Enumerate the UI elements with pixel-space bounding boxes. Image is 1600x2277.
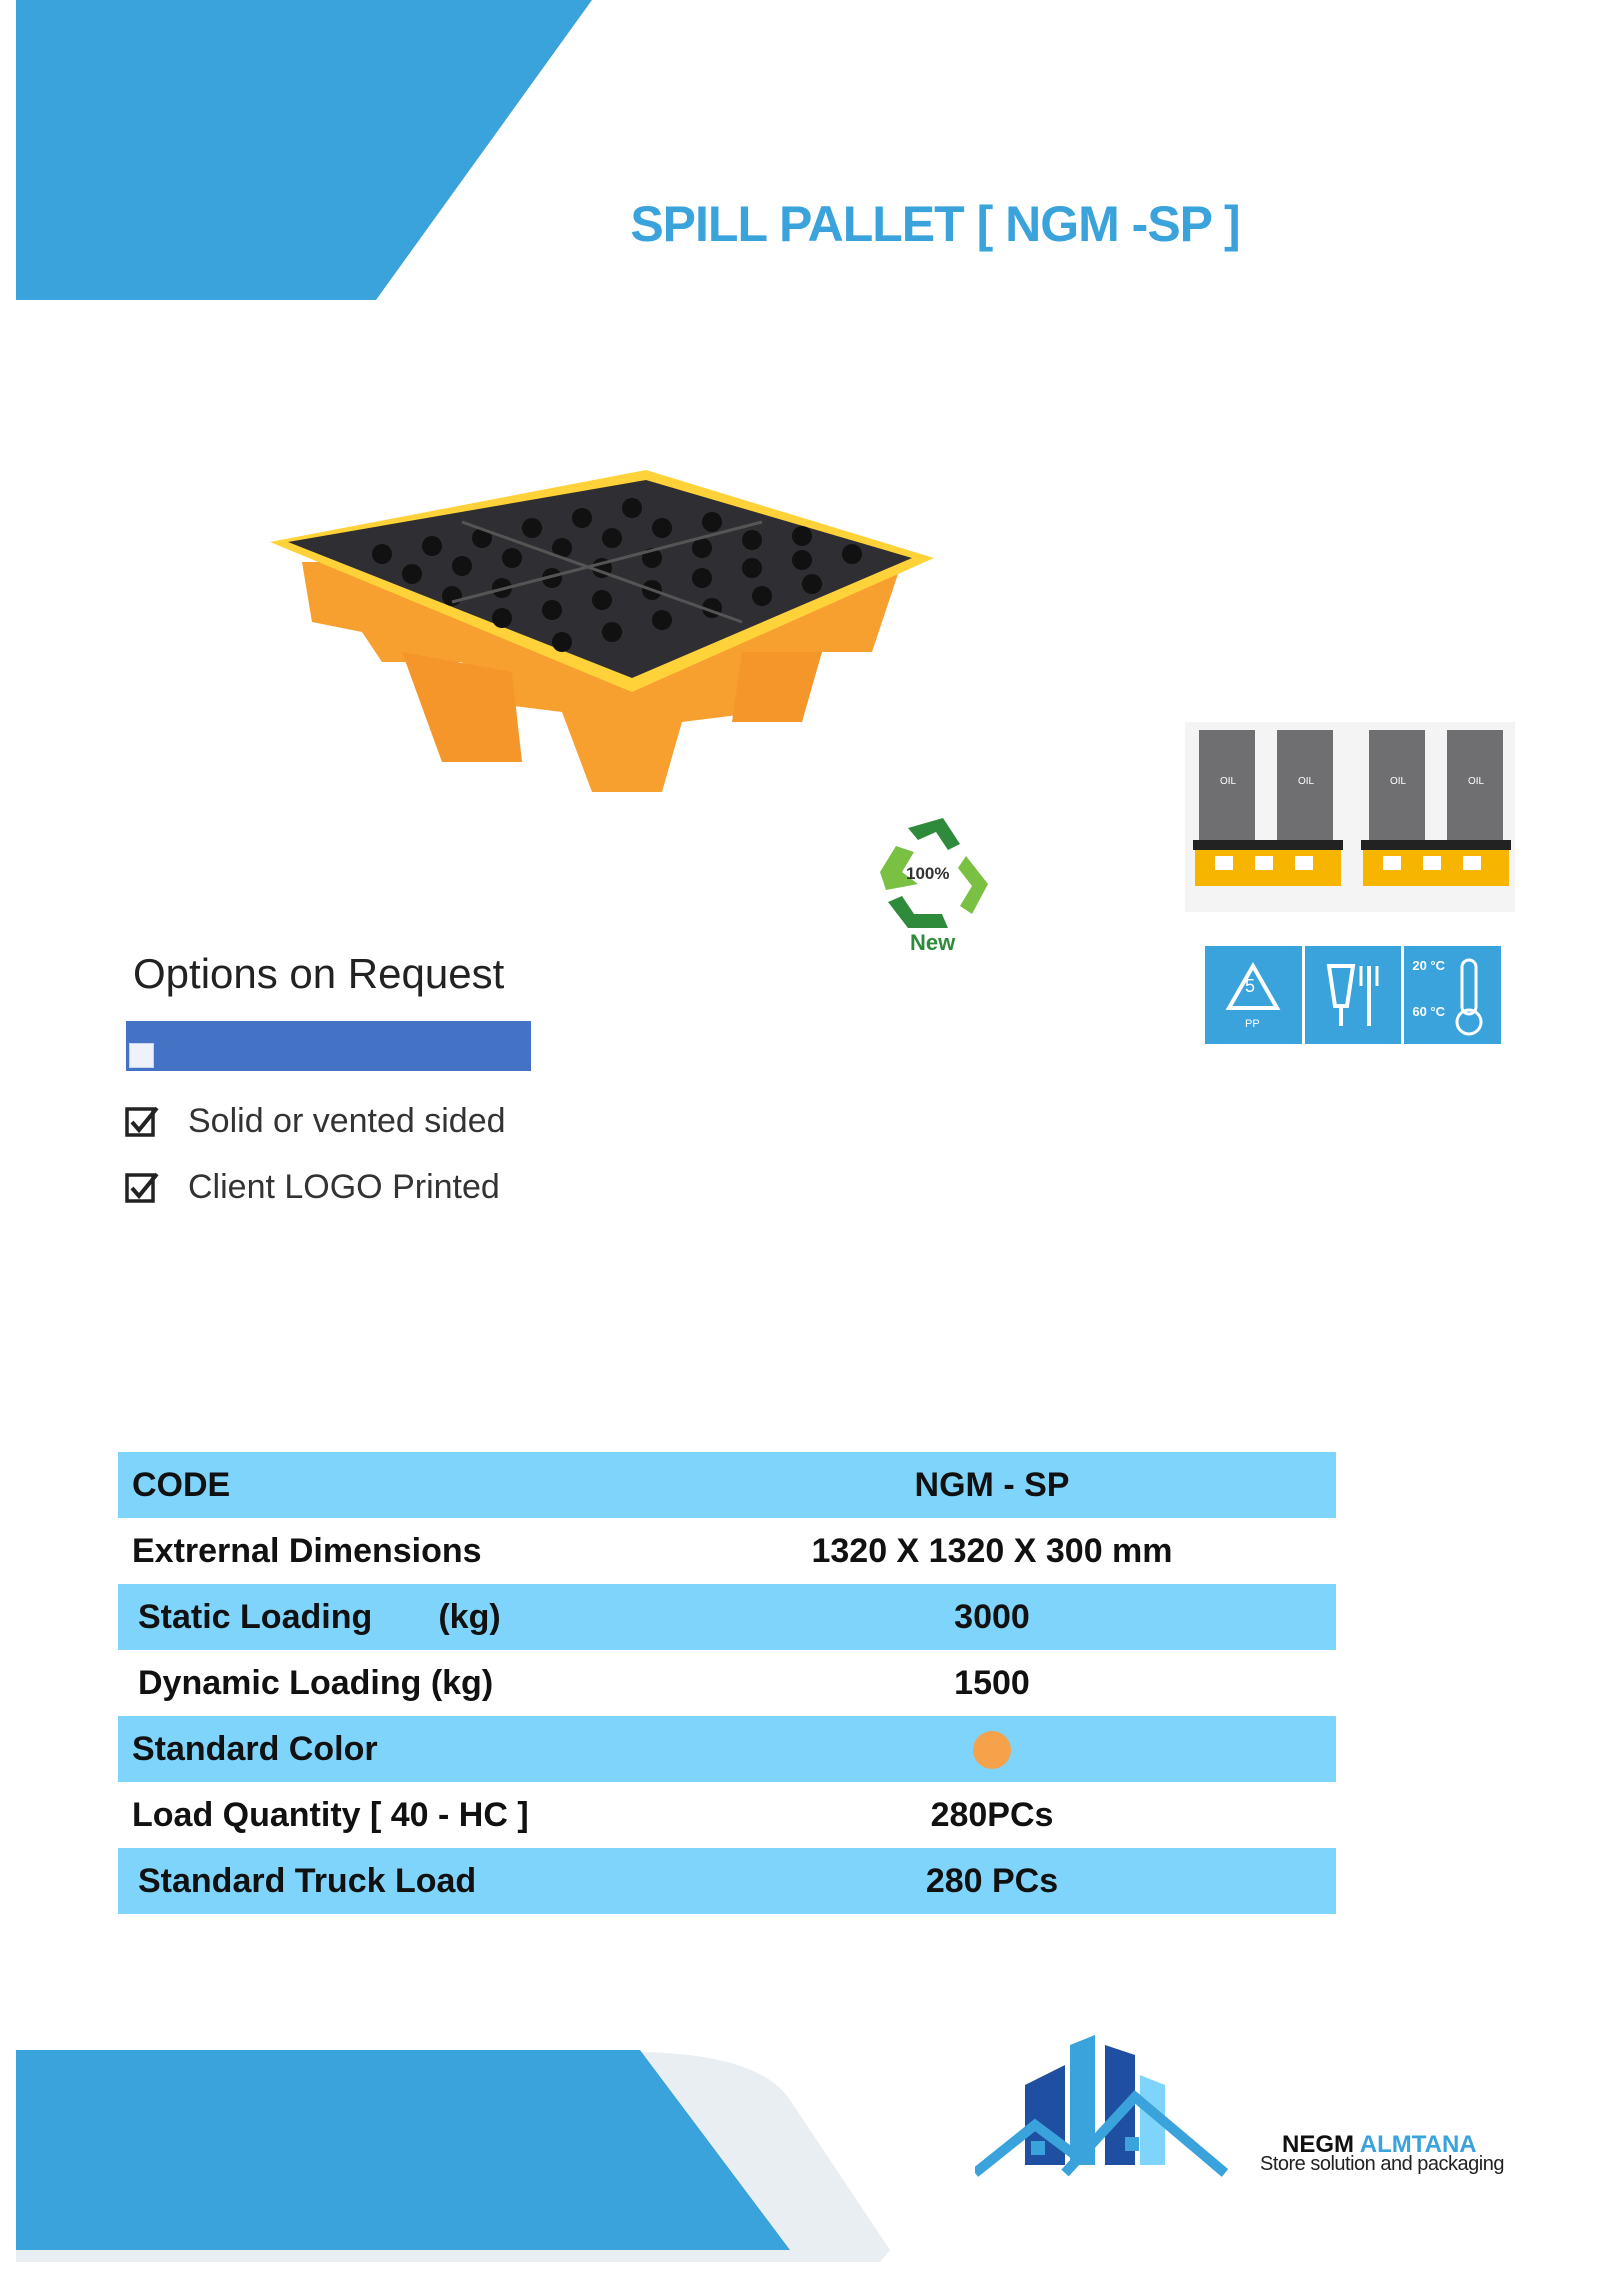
spec-row-static: Static Loading (kg) 3000 [118, 1584, 1336, 1650]
spec-value: NGM - SP [914, 1465, 1070, 1504]
temp-high-label: 20 °C [1412, 958, 1446, 973]
spec-value: 3000 [954, 1597, 1030, 1636]
spec-row-load-quantity: Load Quantity [ 40 - HC ] 280PCs [118, 1782, 1336, 1848]
spec-row-color: Standard Color [118, 1716, 1336, 1782]
spec-row-dimensions: Extrernal Dimensions 1320 X 1320 X 300 m… [118, 1518, 1336, 1584]
brand-tagline: Store solution and packaging [1260, 2153, 1504, 2175]
spec-value: 280PCs [930, 1795, 1054, 1834]
spec-label: Extrernal Dimensions [132, 1531, 482, 1570]
checkbox-checked-icon [125, 1172, 159, 1203]
temp-low-label: 60 °C [1412, 1004, 1446, 1019]
spec-row-dynamic: Dynamic Loading (kg) 1500 [118, 1650, 1336, 1716]
option-item-label: Solid or vented sided [188, 1102, 506, 1140]
recycle-percent: 100% [906, 864, 950, 883]
spec-value: 280 PCs [925, 1861, 1059, 1900]
food-safe-icon [1304, 946, 1402, 1044]
spec-label: Load Quantity [ 40 - HC ] [132, 1795, 529, 1834]
brand-name-part1: NEGM [1282, 2131, 1354, 2158]
recycle-badge-icon [880, 818, 988, 928]
pp-recycle-icon: 5 PP [1205, 946, 1302, 1044]
drum-label-1: OIL [1220, 776, 1237, 787]
recycle-label: New [910, 930, 956, 955]
pp-number: 5 [1245, 976, 1256, 996]
options-bar [126, 1021, 531, 1071]
drum-diagram [1185, 722, 1515, 912]
material-icons-row: 5 PP 20 °C 60 °C [1205, 946, 1502, 1044]
option-item: Client LOGO Printed [124, 1168, 500, 1207]
spec-label: Static Loading (kg) [138, 1597, 501, 1636]
spec-value: 1500 [954, 1663, 1030, 1702]
spec-row-code: CODE NGM - SP [118, 1452, 1336, 1518]
spec-label: Standard Color [132, 1729, 378, 1768]
spill-pallet-illustration [270, 470, 934, 792]
spec-label: Dynamic Loading (kg) [138, 1663, 494, 1702]
bottom-banner-shape [16, 2050, 890, 2262]
drum-label-3: OIL [1390, 776, 1407, 787]
color-swatch [973, 1731, 1011, 1769]
spec-row-truck-load: Standard Truck Load 280 PCs [118, 1848, 1336, 1914]
options-heading: Options on Request [133, 950, 505, 997]
spec-value: 1320 X 1320 X 300 mm [811, 1531, 1173, 1570]
drum-label-4: OIL [1468, 776, 1485, 787]
company-logo-icon [975, 2035, 1229, 2177]
spec-table: CODE NGM - SP Extrernal Dimensions 1320 … [118, 1452, 1336, 1914]
page-title: SPILL PALLET [ NGM -SP ] [630, 196, 1240, 252]
spec-label: CODE [132, 1465, 231, 1504]
options-bar-checkbox [129, 1043, 154, 1068]
checkbox-checked-icon [125, 1106, 159, 1137]
thermometer-icon: 20 °C 60 °C [1404, 946, 1502, 1044]
brand-name-part2: ALMTANA [1359, 2131, 1477, 2158]
option-item-label: Client LOGO Printed [188, 1168, 500, 1206]
drum-label-2: OIL [1298, 776, 1315, 787]
option-item: Solid or vented sided [124, 1102, 506, 1141]
pp-label: PP [1245, 1018, 1260, 1030]
brand-name: NEGM ALMTANA [1282, 2131, 1477, 2159]
top-banner-shape [16, 0, 592, 300]
spec-label: Standard Truck Load [138, 1861, 477, 1900]
